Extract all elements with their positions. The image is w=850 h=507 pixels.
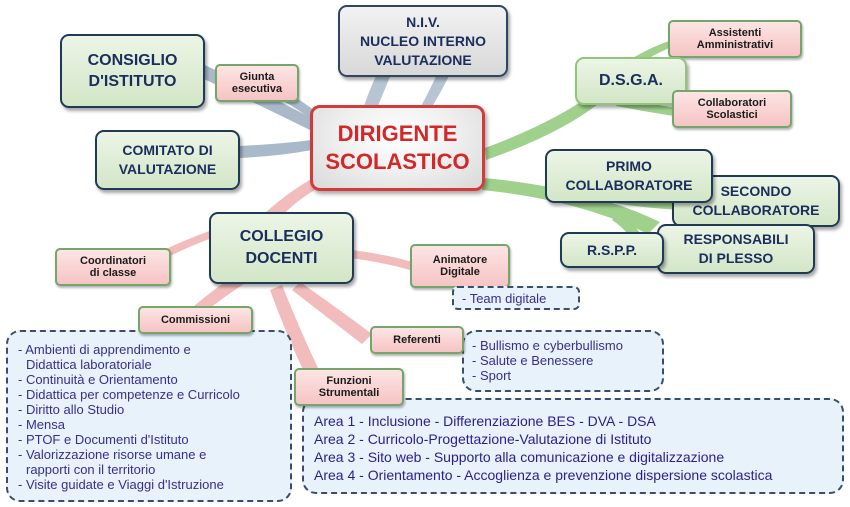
referenti-list: - Bullismo e cyberbullismo - Salute e Be… — [462, 330, 664, 392]
aree-funzioni-list: Area 1 - Inclusione - Differenziazione B… — [302, 398, 844, 494]
rspp-node: R.S.P.P. — [560, 232, 664, 268]
list-item: Area 1 - Inclusione - Differenziazione B… — [314, 413, 656, 429]
comitato-valutazione-node: COMITATO DI VALUTAZIONE — [95, 130, 240, 190]
branch-referenti — [292, 282, 372, 344]
branch-niv-2 — [420, 72, 450, 110]
list-item: rapporti con il territorio — [26, 462, 156, 477]
list-item: Area 2 - Curricolo-Progettazione-Valutaz… — [314, 431, 652, 447]
list-item: - Valorizzazione risorse umane e — [18, 447, 207, 462]
referenti-node: Referenti — [370, 326, 464, 354]
list-item: - PTOF e Documenti d'Istituto — [18, 432, 189, 447]
funzioni-strumentali-node: Funzioni Strumentali — [294, 368, 404, 406]
list-item: - Bullismo e cyberbullismo — [472, 338, 623, 353]
commissioni-list: - Ambienti di apprendimento e Didattica … — [6, 330, 292, 502]
animatore-digitale-node: Animatore Digitale — [410, 244, 510, 288]
giunta-esecutiva-node: Giunta esecutiva — [215, 64, 299, 102]
list-item: - Visite guidate e Viaggi d'Istruzione — [18, 477, 224, 492]
branch-funzioni — [270, 285, 318, 372]
branch-coordinatori — [168, 230, 212, 256]
list-item: - Continuità e Orientamento — [18, 372, 178, 387]
list-item: - Salute e Benessere — [472, 353, 594, 368]
list-item: Area 4 - Orientamento - Accoglienza e pr… — [314, 467, 773, 483]
dirigente-scolastico-node: DIRIGENTE SCOLASTICO — [310, 105, 485, 191]
collaboratori-scolastici-node: Collaboratori Scolastici — [672, 90, 792, 128]
list-item: - Ambienti di apprendimento e — [18, 342, 191, 357]
list-item: - Mensa — [18, 417, 65, 432]
team-digitale-list: - Team digitale — [452, 286, 580, 310]
list-item: Area 3 - Sito web - Supporto alla comuni… — [314, 449, 725, 465]
collegio-docenti-node: COLLEGIO DOCENTI — [209, 212, 354, 284]
branch-dsga — [485, 88, 612, 160]
assistenti-amministrativi-node: Assistenti Amministrativi — [668, 20, 802, 58]
commissioni-node: Commissioni — [138, 306, 253, 334]
responsabili-plesso-node: RESPONSABILI DI PLESSO — [657, 224, 815, 274]
branch-staff — [482, 178, 660, 234]
list-item: - Team digitale — [462, 291, 547, 306]
list-item: Didattica laboratoriale — [26, 357, 152, 372]
branch-animatore — [350, 250, 412, 270]
consiglio-istituto-node: CONSIGLIO D'ISTITUTO — [60, 34, 205, 108]
coordinatori-classe-node: Coordinatori di classe — [55, 248, 171, 286]
primo-collaboratore-node: PRIMO COLLABORATORE — [545, 149, 713, 203]
niv-node: N.I.V. NUCLEO INTERNO VALUTAZIONE — [338, 5, 508, 77]
dsga-node: D.S.G.A. — [575, 57, 687, 105]
list-item: - Diritto allo Studio — [18, 402, 125, 417]
list-item: - Sport — [472, 368, 512, 383]
list-item: - Didattica per competenze e Curricolo — [18, 387, 240, 402]
branch-comitato — [240, 140, 312, 158]
